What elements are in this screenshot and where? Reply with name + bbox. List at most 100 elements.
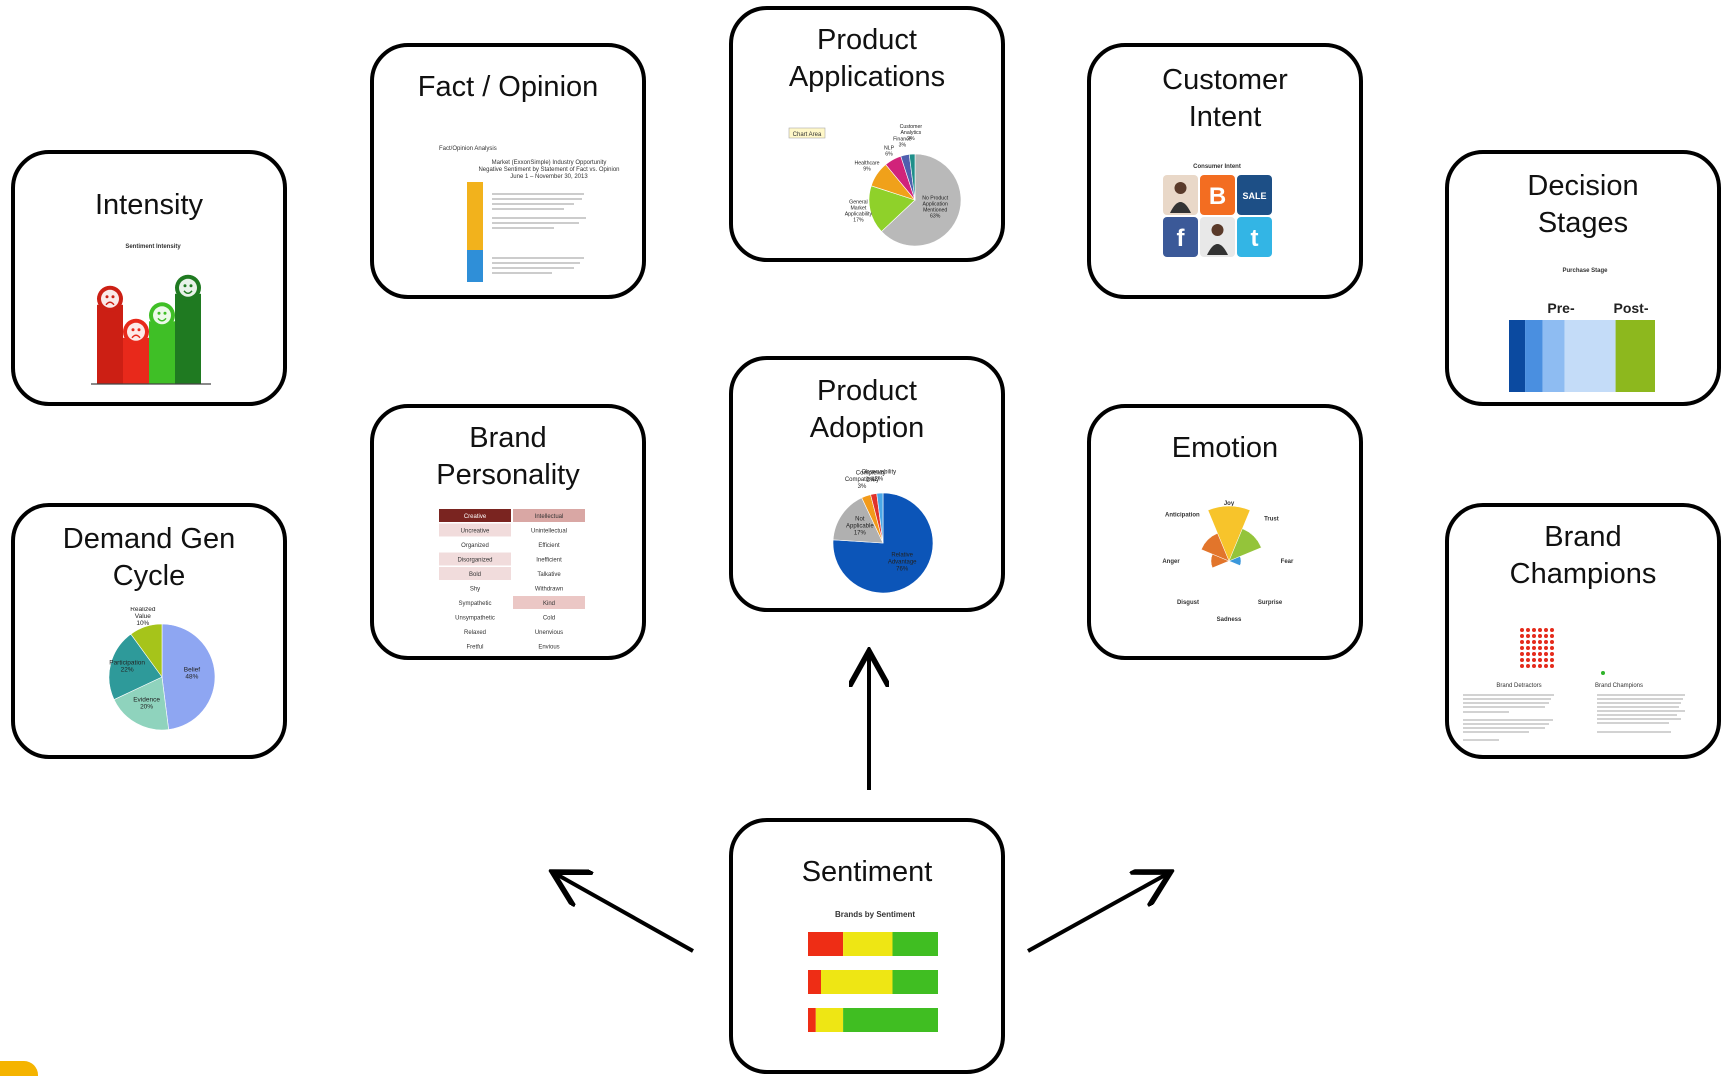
detractor-dot bbox=[1532, 646, 1536, 650]
title-line-2: Adoption bbox=[809, 412, 925, 444]
detractor-dot bbox=[1532, 652, 1536, 656]
detractor-dot bbox=[1532, 658, 1536, 662]
title-line-1: Product bbox=[817, 24, 917, 56]
card-title: Brand Personality bbox=[374, 420, 642, 494]
title-line-1: Decision bbox=[1527, 170, 1639, 202]
stage-segment bbox=[1615, 320, 1655, 392]
personality-cell bbox=[439, 639, 511, 653]
stage-segment bbox=[1509, 320, 1526, 392]
applications-slice bbox=[908, 153, 916, 201]
card-intensity[interactable]: Intensity Sentiment Intensity bbox=[11, 150, 287, 406]
detractor-dot bbox=[1526, 664, 1530, 668]
personality-label: Disorganized bbox=[457, 558, 492, 564]
fact-opinion-doc: Fact/Opinion Analysis Market (ExxonSimpl… bbox=[439, 146, 620, 282]
personality-cell bbox=[439, 625, 511, 638]
sentiment-segment bbox=[843, 1008, 938, 1032]
emotion-wedge bbox=[1228, 528, 1262, 562]
personality-cell bbox=[439, 610, 511, 624]
title-line-2: Stages bbox=[1537, 207, 1629, 239]
card-title: Product Applications bbox=[733, 22, 1001, 96]
pregnant-person-tile bbox=[1163, 175, 1198, 215]
mouth bbox=[131, 334, 141, 339]
card-product-applications[interactable]: Product Applications Chart Area No Produ… bbox=[729, 6, 1005, 262]
detractor-dot bbox=[1538, 652, 1542, 656]
card-title: Brand Champions bbox=[1449, 519, 1717, 593]
doc-line: June 1 – November 30, 2013 bbox=[510, 174, 588, 180]
intensity-bar bbox=[149, 321, 175, 384]
personality-cell bbox=[513, 538, 585, 551]
card-decision-stages[interactable]: Decision Stages Purchase Stage Pre- Post… bbox=[1445, 150, 1721, 406]
emotion-wedge bbox=[1207, 505, 1251, 562]
detractor-dot bbox=[1532, 634, 1536, 638]
detractor-dot bbox=[1550, 646, 1554, 650]
card-title: Intensity bbox=[95, 189, 203, 221]
person-body bbox=[1207, 244, 1228, 255]
card-title: Emotion bbox=[1171, 432, 1279, 464]
title-line-2: Cycle bbox=[112, 560, 186, 592]
card-brand-champions[interactable]: Brand Champions Brand Detractors Brand C… bbox=[1445, 503, 1721, 759]
stage-segment bbox=[1542, 320, 1565, 392]
personality-label: Cold bbox=[543, 616, 555, 622]
doc-line: Negative Sentiment by Statement of Fact … bbox=[478, 167, 619, 173]
personality-label: Inefficient bbox=[536, 558, 562, 564]
detractor-dot bbox=[1550, 658, 1554, 662]
personality-label: Kind bbox=[543, 601, 555, 607]
detractor-dot bbox=[1544, 628, 1548, 632]
card-fact-opinion[interactable]: Fact / Opinion Fact/Opinion Analysis Mar… bbox=[370, 43, 646, 299]
detractor-dot bbox=[1538, 634, 1542, 638]
title-line-1: Brand bbox=[469, 422, 547, 454]
sentiment-segment bbox=[808, 932, 844, 956]
personality-label: Unsympathetic bbox=[455, 616, 495, 622]
blogger-tile bbox=[1200, 175, 1235, 215]
emotion-axis-label: Joy bbox=[1224, 501, 1235, 507]
brand-champions-doc: Brand Detractors Brand Champions bbox=[1463, 628, 1685, 741]
eye bbox=[111, 295, 115, 299]
demand-gen-slice bbox=[161, 623, 216, 730]
personality-cell bbox=[513, 552, 585, 566]
intensity-bar bbox=[175, 293, 201, 384]
personality-cell bbox=[513, 581, 585, 595]
sentiment-segment bbox=[892, 970, 938, 994]
facebook-icon: f bbox=[1177, 225, 1186, 252]
sentiment-subtitle: Brands by Sentiment bbox=[835, 910, 915, 919]
personality-label: Uncreative bbox=[461, 529, 490, 535]
mouth bbox=[105, 301, 115, 306]
decision-stages-bar: Purchase Stage Pre- Post- bbox=[1509, 268, 1655, 392]
detractor-dot bbox=[1520, 652, 1524, 656]
card-title: Product Adoption bbox=[733, 373, 1001, 447]
card-sentiment[interactable]: Sentiment Brands by Sentiment bbox=[729, 818, 1005, 1074]
personality-label: Bold bbox=[469, 572, 481, 578]
twitter-tile bbox=[1237, 217, 1272, 257]
detractor-dot bbox=[1544, 646, 1548, 650]
detractor-dot bbox=[1520, 646, 1524, 650]
chart-area-label: Chart Area bbox=[793, 132, 822, 138]
eye bbox=[131, 328, 135, 332]
personality-cell bbox=[513, 610, 585, 624]
opinion-bar bbox=[467, 250, 483, 282]
personality-cell bbox=[439, 596, 511, 609]
personality-cell bbox=[439, 538, 511, 551]
emotion-radar: JoyTrustFearSurpriseSadnessDisgustAngerA… bbox=[1162, 501, 1294, 623]
detractor-dot bbox=[1520, 664, 1524, 668]
personality-cell bbox=[439, 509, 511, 522]
eye bbox=[163, 311, 167, 315]
facebook-tile bbox=[1163, 217, 1198, 257]
person-icon bbox=[1174, 182, 1187, 194]
demand-gen-slice bbox=[113, 676, 169, 731]
title-line-2: Applications bbox=[788, 61, 946, 93]
doc-heading: Fact/Opinion Analysis bbox=[439, 146, 497, 152]
detractor-dot bbox=[1544, 652, 1548, 656]
personality-label: Creative bbox=[464, 514, 487, 520]
